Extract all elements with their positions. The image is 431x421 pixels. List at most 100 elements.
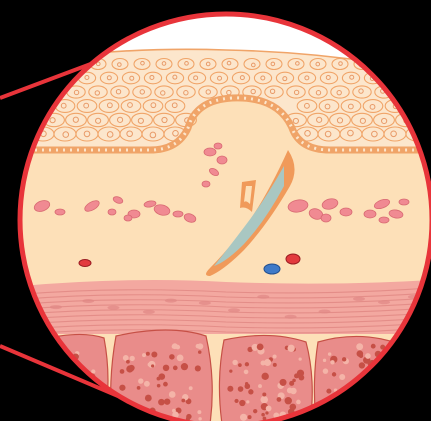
adipocyte — [356, 343, 363, 350]
dermal-cell — [214, 143, 222, 149]
adipocyte — [146, 352, 150, 356]
adipocyte — [148, 363, 152, 367]
adipocyte — [198, 350, 202, 354]
adipocyte — [128, 365, 134, 371]
dermal-cell — [364, 210, 376, 218]
adipocyte — [120, 369, 125, 374]
adipocyte — [323, 368, 329, 374]
adipocyte — [328, 352, 331, 355]
adipocyte — [248, 415, 252, 419]
adipocyte — [197, 343, 203, 349]
adipocyte — [151, 364, 154, 367]
muscle-nucleus — [257, 295, 269, 299]
adipocyte — [177, 354, 184, 361]
dermal-cell — [340, 208, 352, 216]
adipocyte — [261, 360, 266, 365]
adipocyte — [195, 365, 201, 371]
adipocyte — [261, 413, 265, 417]
adipocyte — [257, 343, 264, 350]
small-artery — [79, 260, 91, 267]
adipocyte — [330, 360, 334, 364]
adipocyte — [198, 417, 201, 420]
adipocyte — [277, 397, 282, 402]
adipocyte — [273, 363, 277, 367]
adipocyte — [126, 360, 130, 364]
dermal-cell — [55, 209, 65, 215]
adipocyte — [273, 354, 277, 358]
adipocyte — [145, 395, 152, 402]
artery — [286, 254, 300, 264]
adipocyte — [130, 356, 135, 361]
adipocyte — [238, 386, 244, 392]
adipocyte — [371, 344, 376, 349]
adipocyte — [240, 414, 247, 421]
adipocyte — [299, 358, 302, 361]
adipocyte — [253, 409, 257, 413]
adipocyte — [157, 384, 161, 388]
adipocyte — [138, 380, 142, 384]
adipocyte — [238, 363, 242, 367]
adipocyte — [262, 373, 269, 380]
muscle-nucleus — [285, 315, 297, 319]
adipocyte — [119, 385, 125, 391]
adipocyte — [137, 386, 141, 390]
adipocyte — [163, 382, 168, 387]
adipocyte — [245, 382, 248, 385]
adipocyte — [290, 388, 297, 395]
muscle-nucleus — [82, 299, 94, 303]
dermal-cell — [202, 181, 210, 187]
vein — [264, 264, 280, 274]
adipocyte — [332, 372, 336, 376]
muscle-nucleus — [199, 301, 211, 305]
muscle-layer — [0, 280, 431, 340]
adipocyte — [181, 363, 188, 370]
adipocyte — [227, 386, 233, 392]
muscle-nucleus — [319, 309, 331, 313]
adipocyte — [229, 370, 232, 373]
adipocyte — [296, 400, 301, 405]
muscle-nucleus — [50, 305, 62, 309]
adipocyte — [258, 384, 262, 388]
adipocyte — [169, 354, 175, 360]
adipocyte — [181, 399, 185, 403]
dermal-cell — [108, 209, 116, 215]
adipocyte — [266, 406, 272, 412]
adipocyte — [260, 396, 268, 404]
adipocyte — [169, 391, 176, 398]
dermal-cell — [173, 211, 183, 217]
adipocyte — [173, 366, 178, 371]
dermal-cell — [204, 148, 216, 156]
adipocyte — [189, 386, 193, 390]
adipocyte — [299, 375, 305, 381]
adipocyte — [142, 353, 146, 357]
adipocyte — [279, 379, 286, 386]
dermal-cell — [217, 156, 227, 164]
dermal-cell — [399, 199, 409, 205]
adipocyte — [151, 351, 157, 357]
dermal-cell — [321, 214, 331, 222]
adipocyte — [186, 414, 191, 419]
adipocyte — [265, 411, 268, 414]
adipocyte — [234, 399, 238, 403]
muscle-nucleus — [165, 299, 177, 303]
adipocyte — [285, 397, 292, 404]
adipocyte — [262, 393, 266, 397]
muscle-nucleus — [228, 308, 240, 312]
adipocyte — [342, 357, 346, 361]
muscle-nucleus — [353, 297, 365, 301]
adipocyte — [172, 343, 178, 349]
adipocyte — [357, 350, 364, 357]
adipocyte — [244, 370, 249, 375]
muscle-nucleus — [143, 310, 155, 314]
adipocyte — [232, 360, 237, 365]
adipocyte — [158, 399, 165, 406]
dermal-cell — [379, 217, 389, 223]
adipocyte — [246, 400, 249, 403]
adipocyte — [248, 389, 253, 394]
adipocyte — [197, 410, 201, 414]
muscle-nucleus — [378, 300, 390, 304]
adipocyte — [144, 381, 150, 387]
adipocyte — [159, 373, 166, 380]
